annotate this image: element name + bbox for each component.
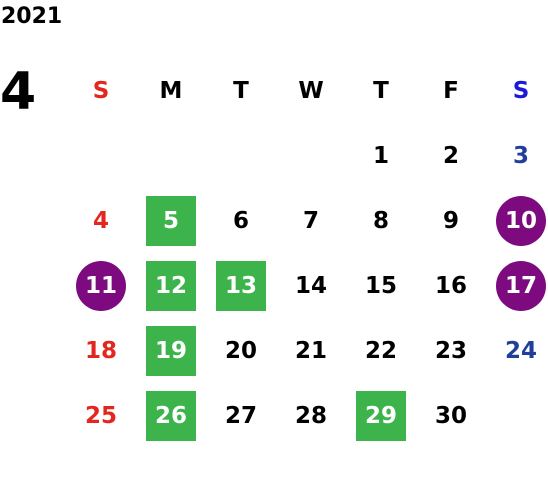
day-square-marker: 5 [146, 195, 196, 246]
day-square-marker: 13 [216, 260, 266, 311]
day-cell: 26 [136, 383, 206, 448]
empty-day-cell [206, 123, 276, 188]
day-cell: 2 [442, 142, 459, 169]
day-cell: 20 [224, 337, 257, 364]
day-cell: 3 [512, 142, 529, 169]
day-circle-marker: 11 [76, 260, 126, 311]
day-cell: 19 [136, 318, 206, 383]
day-cell: 18 [84, 337, 117, 364]
day-square-marker: 12 [146, 260, 196, 311]
day-cell: 1 [372, 142, 389, 169]
weekday-header: M [159, 77, 183, 104]
day-cell: 22 [364, 337, 397, 364]
day-circle-marker: 17 [496, 260, 546, 311]
day-cell: 29 [346, 383, 416, 448]
day-cell: 17 [486, 253, 548, 318]
day-circle-marker: 10 [496, 195, 546, 246]
empty-day-cell [486, 383, 548, 448]
day-cell: 15 [364, 272, 397, 299]
day-cell: 12 [136, 253, 206, 318]
day-cell: 7 [302, 207, 319, 234]
day-cell: 11 [66, 253, 136, 318]
day-square-marker: 29 [356, 390, 406, 441]
day-cell: 21 [294, 337, 327, 364]
day-cell: 13 [206, 253, 276, 318]
weekday-header: F [443, 77, 459, 104]
day-cell: 30 [434, 402, 467, 429]
day-cell: 25 [84, 402, 117, 429]
empty-day-cell [136, 123, 206, 188]
day-cell: 6 [232, 207, 249, 234]
weekday-header: W [298, 77, 324, 104]
day-cell: 14 [294, 272, 327, 299]
day-cell: 8 [372, 207, 389, 234]
weekday-header: T [373, 77, 389, 104]
day-cell: 28 [294, 402, 327, 429]
day-cell: 16 [434, 272, 467, 299]
empty-day-cell [276, 123, 346, 188]
day-cell: 5 [136, 188, 206, 253]
weekday-header: T [233, 77, 249, 104]
day-cell: 10 [486, 188, 548, 253]
day-cell: 9 [442, 207, 459, 234]
empty-day-cell [66, 123, 136, 188]
calendar-year: 2021 [1, 4, 63, 29]
day-cell: 24 [504, 337, 537, 364]
weekday-header: S [92, 77, 110, 104]
day-square-marker: 19 [146, 325, 196, 376]
day-cell: 4 [92, 207, 109, 234]
calendar-month: 4 [0, 62, 37, 122]
day-square-marker: 26 [146, 390, 196, 441]
weekday-header: S [512, 77, 530, 104]
day-cell: 27 [224, 402, 257, 429]
day-cell: 23 [434, 337, 467, 364]
